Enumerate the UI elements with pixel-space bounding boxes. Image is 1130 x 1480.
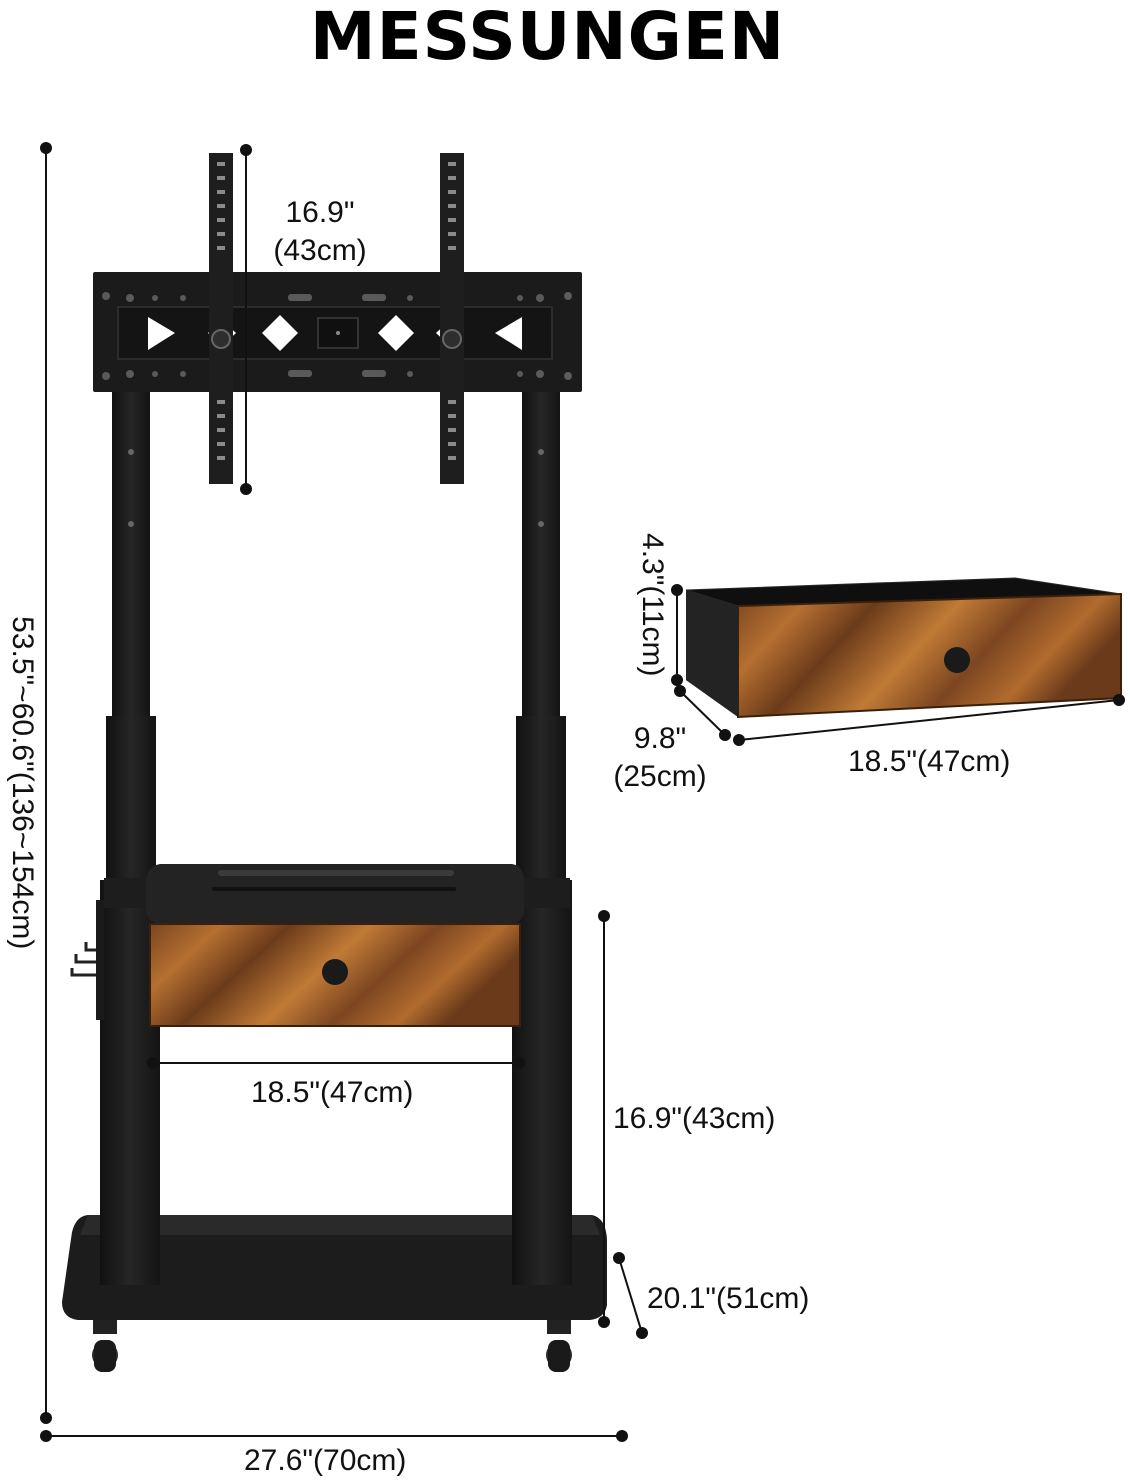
base-depth-label: 20.1"(51cm) bbox=[647, 1282, 810, 1315]
mount-width-inch: 16.9" bbox=[285, 196, 355, 229]
drawer-depth-cm: (25cm) bbox=[613, 759, 707, 793]
mount-bracket-left bbox=[209, 153, 233, 484]
stand-shelf bbox=[104, 864, 570, 924]
mount-width-label: 16.9" (43cm) bbox=[262, 194, 378, 269]
stand-drawer bbox=[149, 923, 521, 1027]
drawer-height-label: 4.3"(11cm) bbox=[635, 533, 669, 677]
page-title: MESSUNGEN bbox=[309, 0, 786, 75]
caster-wheel-right bbox=[546, 1320, 572, 1372]
caster-wheel-left bbox=[92, 1320, 118, 1372]
drawer-detail bbox=[685, 577, 1122, 719]
tv-mount-panel bbox=[93, 272, 582, 392]
shelf-height-label: 16.9"(43cm) bbox=[613, 1102, 776, 1135]
upright-left bbox=[100, 385, 160, 1285]
shelf-width-label: 18.5"(47cm) bbox=[251, 1076, 414, 1109]
base-plate bbox=[62, 1215, 607, 1320]
drawer-depth-label: 9.8" (25cm) bbox=[600, 720, 720, 795]
cable-hooks bbox=[70, 900, 104, 1020]
base-width-label: 27.6"(70cm) bbox=[244, 1444, 407, 1477]
drawer-width-label: 18.5"(47cm) bbox=[848, 745, 1011, 778]
mount-bracket-right bbox=[440, 153, 464, 484]
total-height-label: 53.5"~60.6"(136~154cm) bbox=[5, 616, 39, 950]
drawer-depth-inch: 9.8" bbox=[633, 722, 687, 755]
mount-width-cm: (43cm) bbox=[273, 233, 367, 267]
upright-right bbox=[512, 385, 572, 1285]
dimension-lines bbox=[40, 142, 1125, 1442]
